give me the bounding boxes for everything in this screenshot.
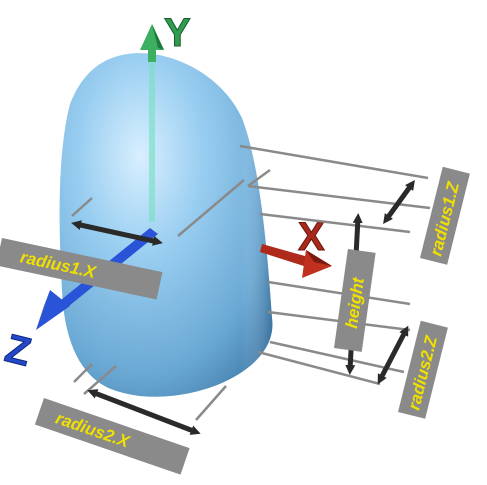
radius1-z-label: radius1.Z [420,166,470,265]
radius1-z-arrow [383,179,415,225]
radius2-x-label: radius2.X [34,398,190,475]
x-axis-arrow [260,244,332,278]
z-axis-label: Z [1,326,35,375]
radius2-z-arrow [377,325,409,385]
y-axis-arrow [140,24,164,62]
radius2-x-arrow [87,389,201,435]
height-label: height [334,248,376,352]
radius1-x-arrow [71,220,163,246]
y-axis-label: Y [164,11,191,55]
